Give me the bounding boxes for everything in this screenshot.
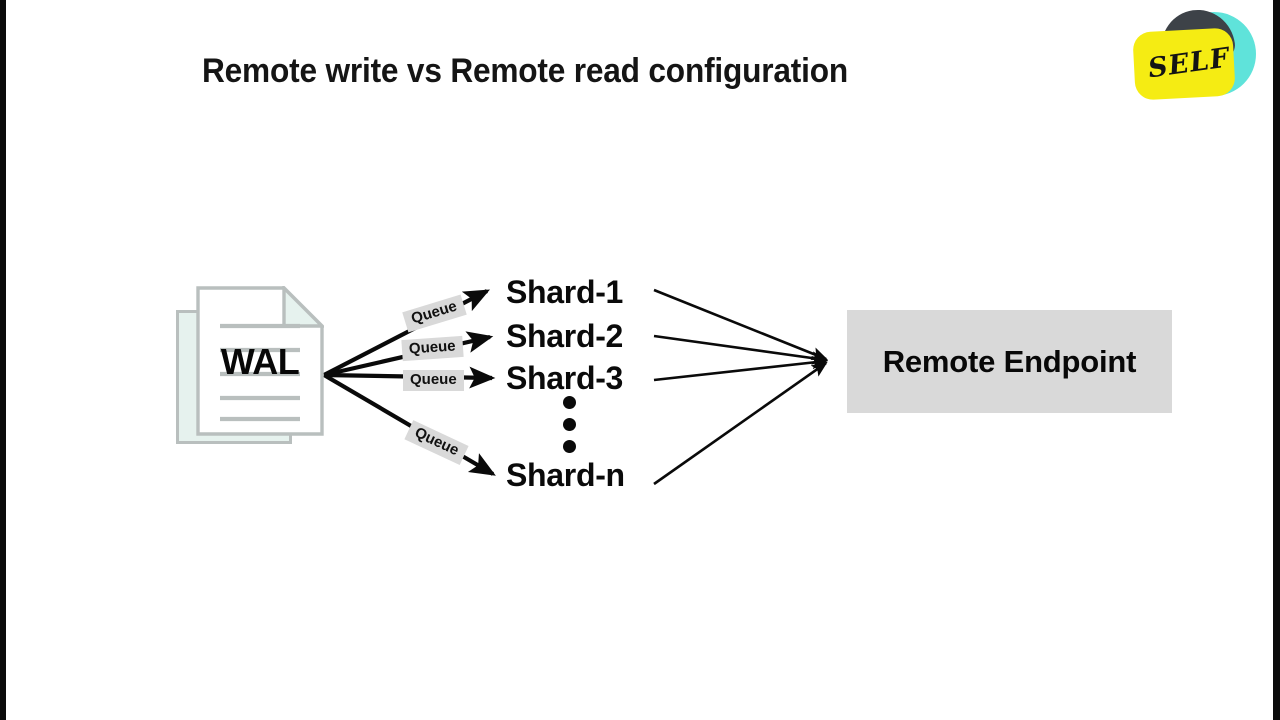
wal-front-page xyxy=(196,286,324,436)
queue-label: Queue xyxy=(403,370,464,391)
remote-endpoint-label: Remote Endpoint xyxy=(882,343,1137,379)
shard-label: Shard-1 xyxy=(506,274,624,310)
vertical-ellipsis-icon xyxy=(560,396,578,462)
remote-endpoint-box: Remote Endpoint xyxy=(847,310,1172,413)
queue-label: Queue xyxy=(401,335,464,362)
queue-label: Queue xyxy=(404,420,469,465)
shard-label: Shard-2 xyxy=(506,318,624,354)
ellipsis-dot xyxy=(562,396,576,409)
shard-label: Shard-3 xyxy=(506,360,624,396)
self-logo: SELF xyxy=(1124,4,1272,112)
wal-document: WAL xyxy=(176,286,326,456)
page-title: Remote write vs Remote read configuratio… xyxy=(202,52,849,90)
ellipsis-dot xyxy=(562,440,576,453)
queue-label: Queue xyxy=(402,294,467,333)
wal-label: WAL xyxy=(220,341,300,382)
shard-label: Shard-n xyxy=(506,457,625,493)
ellipsis-dot xyxy=(562,418,576,431)
